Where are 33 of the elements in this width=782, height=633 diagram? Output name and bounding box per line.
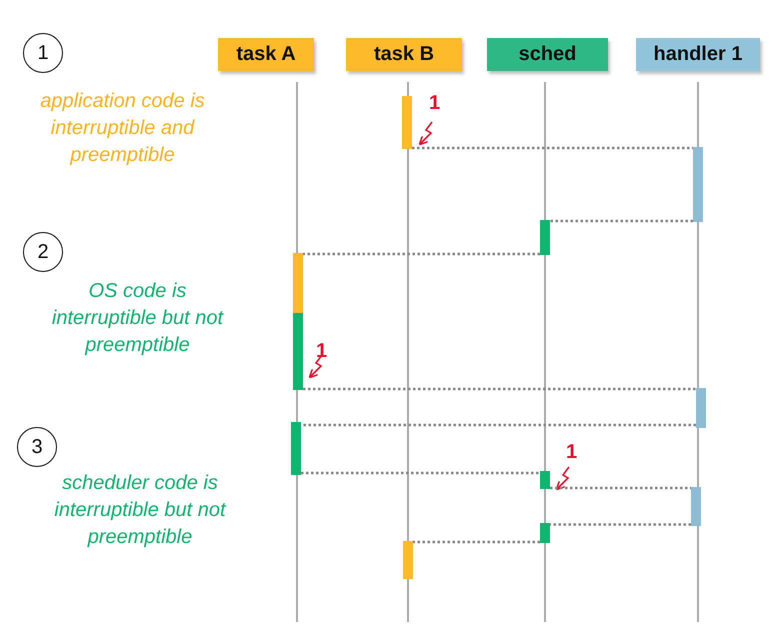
step-number: 3 [17,427,57,467]
lane-header: handler 1 [636,38,760,71]
activation-bar [540,220,550,255]
activation-bar [691,487,701,526]
activation-bar [696,388,706,428]
dotted-connector [303,388,696,390]
interrupt-number: 1 [566,441,578,464]
interrupt-number: 1 [429,92,440,115]
note-text: application code is interruptible and preemptible [39,89,206,168]
dotted-connector [550,486,691,490]
lane-header: task A [218,38,314,71]
dotted-connector [413,540,540,544]
activation-bar [293,313,303,390]
dotted-connector [303,252,540,256]
step-number: 1 [23,33,63,73]
activation-bar [291,422,301,475]
activation-bar [540,471,550,489]
dotted-connector [550,220,693,222]
dotted-connector [301,472,540,474]
dotted-connector [412,146,693,150]
lane-header: sched [487,38,608,71]
note-text: scheduler code is interruptible but not preemptible [53,471,228,550]
dotted-connector [301,424,696,426]
note-text: OS code is interruptible but not preemptible [50,279,225,358]
activation-bar [403,541,413,579]
activation-bar [693,147,703,222]
lane-header: task B [346,38,462,71]
activation-bar [293,253,303,314]
dotted-connector [550,523,691,526]
interrupt-number: 1 [316,340,328,363]
activation-bar [402,96,412,149]
activation-bar [540,523,550,543]
step-number: 2 [23,232,63,272]
